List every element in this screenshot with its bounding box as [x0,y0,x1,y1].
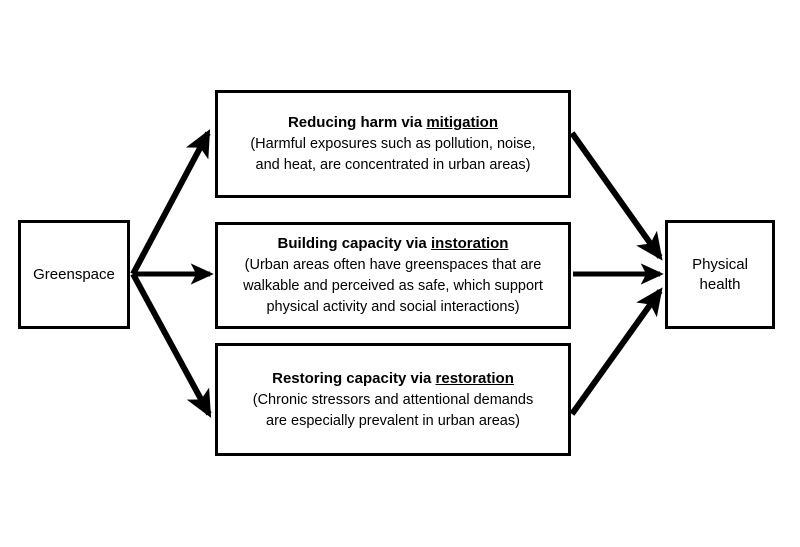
node-mitigation-title-keyword: mitigation [426,114,499,131]
node-physical-health-label: Physical health [692,255,748,293]
node-greenspace-label: Greenspace [33,265,115,283]
node-restoration-body: (Chronic stressors and attentional deman… [252,391,534,429]
node-restoration-title: Restoring capacity via restoration [272,368,514,389]
node-greenspace[interactable]: Greenspace [18,220,130,329]
node-instoration-title-prefix: Building capacity via [277,235,431,252]
arrow-greenspace-to-mitigation [130,129,211,276]
arrow-mitigation-to-physical-health [569,131,663,261]
node-instoration-title: Building capacity via instoration [278,233,509,254]
node-mitigation[interactable]: Reducing harm via mitigation (Harmful ex… [215,90,571,198]
node-restoration-title-prefix: Restoring capacity via [272,369,436,387]
node-physical-health[interactable]: Physical health [665,220,775,329]
node-restoration[interactable]: Restoring capacity via restoration (Chro… [215,343,571,456]
arrow-greenspace-to-restoration [130,272,212,418]
node-mitigation-title-prefix: Reducing harm via [287,114,427,131]
node-instoration-body: (Urban areas often have greenspaces that… [243,257,543,315]
node-mitigation-title: Reducing harm via mitigation [288,112,498,133]
arrow-restoration-to-physical-health [569,287,663,416]
node-mitigation-body: (Harmful exposures such as pollution, no… [250,136,536,173]
node-restoration-title-keyword: restoration [435,369,514,387]
node-instoration-title-keyword: instoration [430,235,509,252]
node-instoration[interactable]: Building capacity via instoration (Urban… [215,222,571,329]
